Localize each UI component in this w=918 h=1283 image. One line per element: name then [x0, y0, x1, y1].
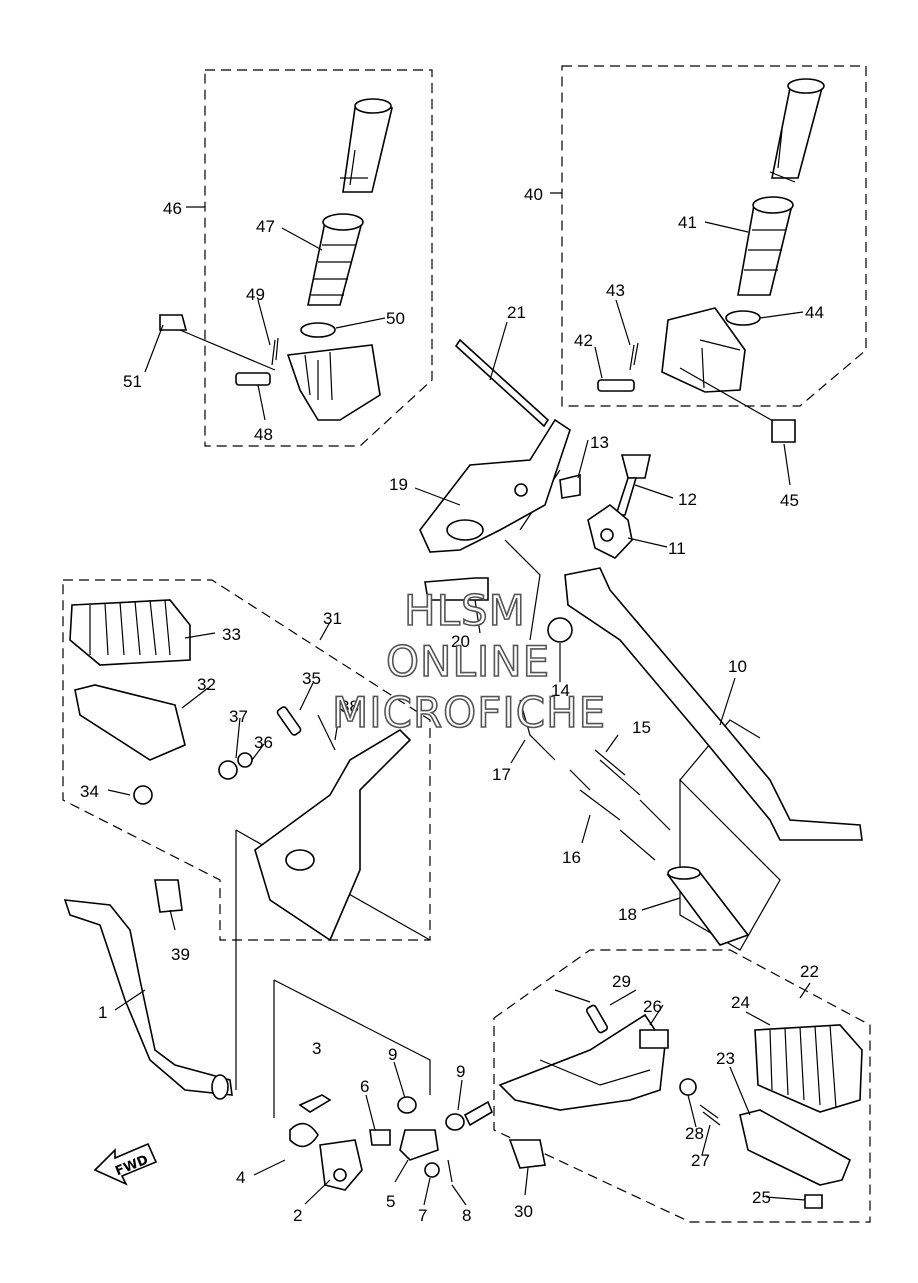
callout-45: 45 [780, 491, 799, 510]
callout-18: 18 [618, 905, 637, 924]
callout-14: 14 [551, 681, 570, 700]
callout-34: 34 [80, 782, 99, 801]
callout-16: 16 [562, 848, 581, 867]
callout-29: 29 [612, 972, 631, 991]
callout-21: 21 [507, 303, 526, 322]
callout-30: 30 [514, 1202, 533, 1221]
sidestand-assembly [419, 338, 863, 946]
callout-20: 20 [451, 632, 470, 651]
callout-44: 44 [805, 303, 824, 322]
callout-12: 12 [678, 490, 697, 509]
callout-38: 38 [340, 697, 359, 716]
group-31-outline [62, 579, 431, 941]
callout-3: 3 [312, 1039, 321, 1058]
watermark-line-3: MICROFICHE [332, 688, 606, 737]
passenger-peg-assembly-40 [597, 78, 825, 443]
callout-13: 13 [590, 433, 609, 452]
callout-42: 42 [574, 331, 593, 350]
callout-2: 2 [293, 1206, 302, 1225]
callout-23: 23 [716, 1049, 735, 1068]
callout-leader-lines [107, 192, 811, 1206]
callout-9b: 9 [456, 1062, 465, 1081]
callout-41: 41 [678, 213, 697, 232]
callout-51: 51 [123, 372, 142, 391]
callout-24: 24 [731, 993, 750, 1012]
callout-26: 26 [643, 997, 662, 1016]
callout-1: 1 [98, 1003, 107, 1022]
watermark-line-1: HLSM [404, 586, 526, 635]
callout-17: 17 [492, 765, 511, 784]
callout-11: 11 [668, 539, 686, 558]
callout-46: 46 [163, 199, 182, 218]
callout-33: 33 [222, 625, 241, 644]
callout-5: 5 [386, 1192, 395, 1211]
forward-arrow-icon: FWD [93, 1142, 158, 1186]
callout-15: 15 [632, 718, 651, 737]
bracket-frame-lines [235, 469, 781, 1118]
group-40-outline [561, 65, 867, 407]
callout-27: 27 [691, 1151, 710, 1170]
callout-50: 50 [386, 309, 405, 328]
callout-35: 35 [302, 669, 321, 688]
rider-peg-assembly-31 [69, 599, 412, 942]
callout-7: 7 [418, 1206, 427, 1225]
callout-31: 31 [323, 609, 342, 628]
callout-40: 40 [524, 185, 543, 204]
callout-47: 47 [256, 217, 275, 236]
watermark: HLSM ONLINE MICROFICHE [331, 585, 606, 738]
callout-labels: 1 2 3 4 5 6 7 8 9 9 10 11 12 13 14 15 16… [80, 185, 824, 1225]
group-22-outline [493, 949, 871, 1223]
linkage-parts-2-9 [289, 1094, 493, 1191]
watermark-line-2: ONLINE [386, 637, 550, 686]
brake-pedal-1 [63, 899, 233, 1100]
callout-32: 32 [197, 675, 216, 694]
callout-37: 37 [229, 707, 248, 726]
callout-4: 4 [236, 1168, 245, 1187]
callout-48: 48 [254, 425, 273, 444]
callout-49: 49 [246, 285, 265, 304]
callout-43: 43 [606, 281, 625, 300]
callout-25: 25 [752, 1188, 771, 1207]
callout-36: 36 [254, 733, 273, 752]
callout-6: 6 [360, 1077, 369, 1096]
group-46-outline [204, 69, 433, 447]
passenger-peg-assembly-46 [159, 98, 394, 421]
callout-19: 19 [389, 475, 408, 494]
callout-22: 22 [800, 962, 819, 981]
callout-10: 10 [728, 657, 747, 676]
callout-28: 28 [685, 1124, 704, 1143]
callout-8: 8 [462, 1206, 471, 1225]
rider-peg-assembly-22 [498, 989, 863, 1209]
callout-9a: 9 [388, 1045, 397, 1064]
callout-39: 39 [171, 945, 190, 964]
